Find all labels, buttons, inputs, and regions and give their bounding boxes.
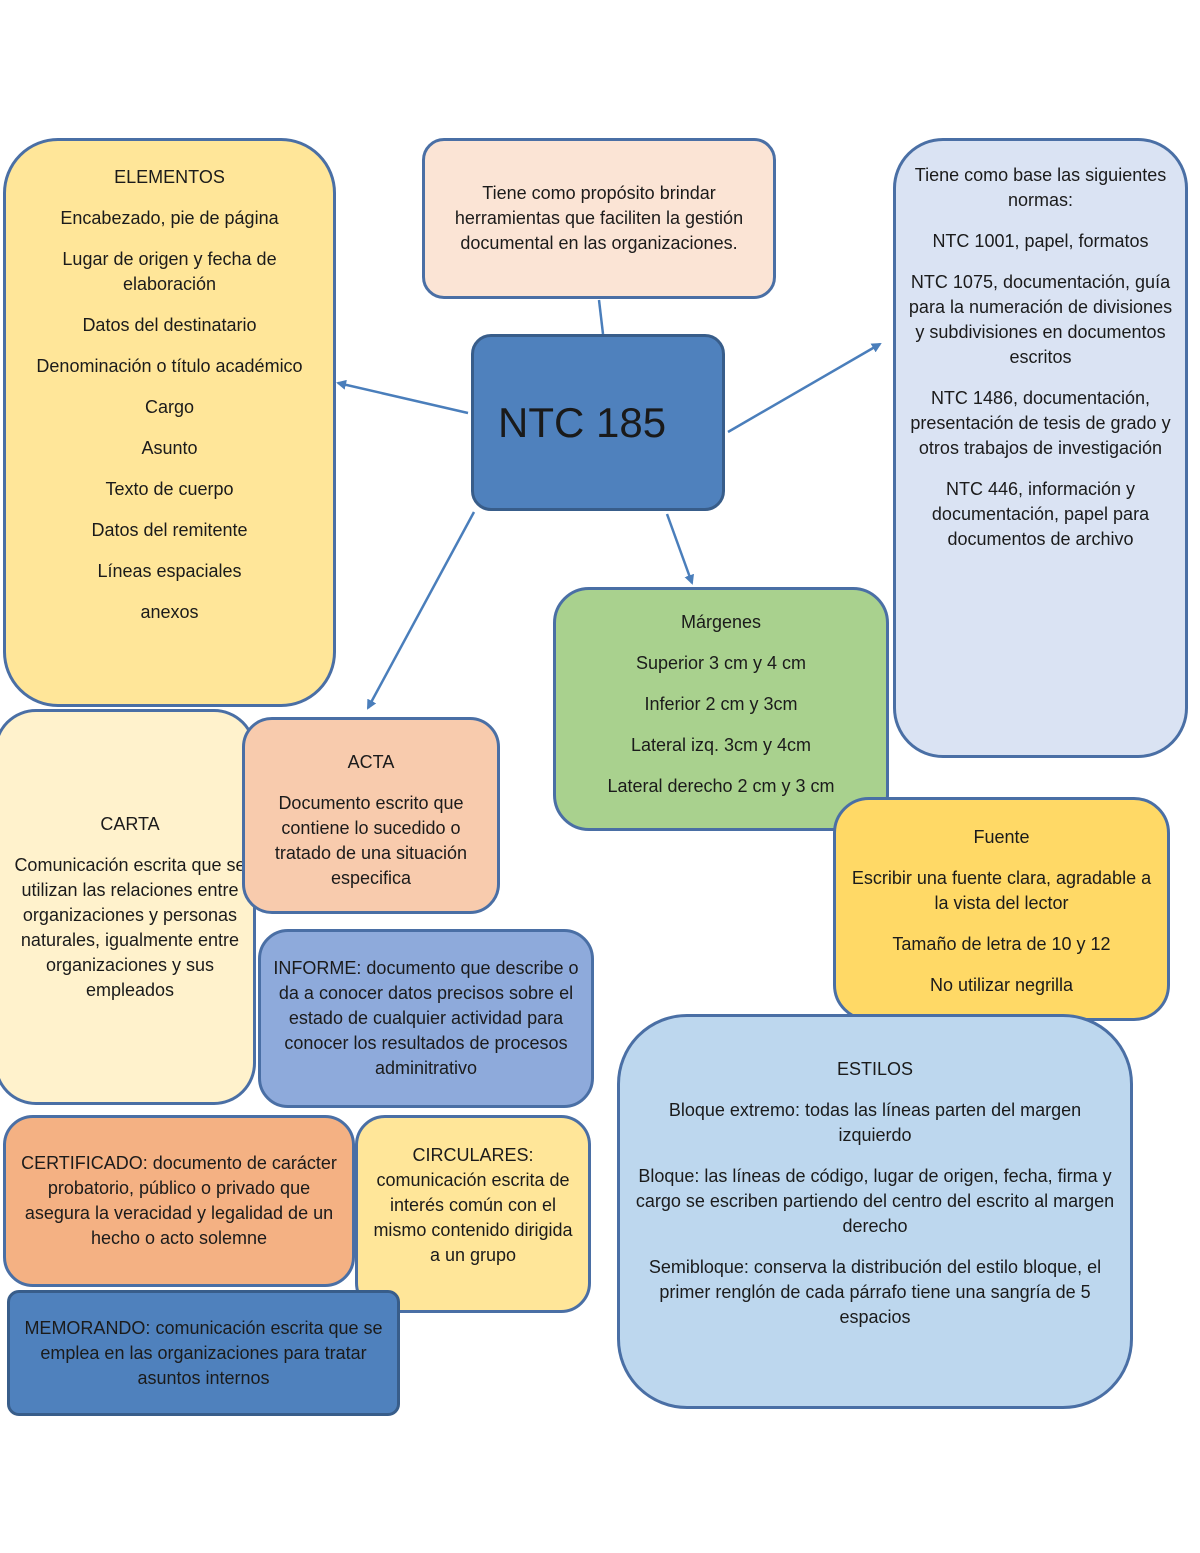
margins-item: Inferior 2 cm y 3cm [644,694,798,714]
memorandum-text: MEMORANDO: comunicación escrita que se e… [24,1317,383,1388]
norms-item: NTC 446, información y documentación, pa… [931,479,1150,549]
certificate-text: CERTIFICADO: documento de carácter proba… [21,1153,337,1248]
arrow-to-acta [366,511,476,710]
font-box: Fuente Escribir una fuente clara, agrada… [833,797,1170,1021]
elements-item: anexos [140,602,199,622]
minutes-text: Documento escrito que contiene lo sucedi… [274,793,468,888]
styles-item: Bloque: las líneas de código, lugar de o… [635,1166,1115,1236]
styles-item: Bloque extremo: todas las líneas parten … [668,1100,1082,1145]
central-topic-title: NTC 185 [498,398,667,446]
font-item: Tamaño de letra de 10 y 12 [892,934,1111,954]
elements-item: Datos del remitente [91,520,248,540]
purpose-box: Tiene como propósito brindar herramienta… [422,138,776,299]
norms-item: NTC 1001, papel, formatos [932,231,1149,251]
styles-title: ESTILOS [836,1059,914,1079]
arrow-to-elementos [336,379,469,415]
circulars-text: comunicación escrita de interés común co… [373,1170,573,1265]
arrow-to-margenes [665,513,694,585]
purpose-text: Tiene como propósito brindar herramienta… [454,183,744,253]
arrow-to-normas [727,342,882,434]
font-item: No utilizar negrilla [929,975,1074,995]
font-title: Fuente [973,827,1030,847]
margins-title: Márgenes [680,612,762,632]
elements-item: Asunto [141,438,198,458]
margins-box: Márgenes Superior 3 cm y 4 cm Inferior 2… [553,587,889,831]
margins-item: Lateral derecho 2 cm y 3 cm [607,776,835,796]
norms-item: NTC 1486, documentación, presentación de… [910,388,1171,458]
central-topic-box: NTC 185 [471,334,725,511]
circulars-box: CIRCULARES: comunicación escrita de inte… [355,1115,591,1313]
letter-text: Comunicación escrita que se utilizan las… [14,854,246,1000]
styles-item: Semibloque: conserva la distribución del… [648,1257,1102,1327]
norms-item: NTC 1075, documentación, guía para la nu… [908,272,1173,367]
arrow-to-proposito [597,299,605,335]
circulars-title: CIRCULARES: [412,1145,534,1165]
elements-box: ELEMENTOS Encabezado, pie de página Luga… [3,138,336,707]
elements-item: Encabezado, pie de página [60,208,279,228]
elements-item: Líneas espaciales [97,561,242,581]
elements-item: Lugar de origen y fecha de elaboración [62,249,277,294]
elements-item: Datos del destinatario [82,315,257,335]
elements-item: Cargo [144,397,195,417]
norms-box: Tiene como base las siguientes normas: N… [893,138,1188,758]
styles-box: ESTILOS Bloque extremo: todas las líneas… [617,1014,1133,1409]
font-item: Escribir una fuente clara, agradable a l… [851,868,1152,913]
margins-item: Lateral izq. 3cm y 4cm [630,735,812,755]
report-text: INFORME: documento que describe o da a c… [273,958,579,1078]
minutes-box: ACTA Documento escrito que contiene lo s… [242,717,500,914]
margins-item: Superior 3 cm y 4 cm [635,653,807,673]
letter-title: CARTA [100,813,160,834]
report-box: INFORME: documento que describe o da a c… [258,929,594,1108]
elements-title: ELEMENTOS [114,167,225,187]
letter-box: CARTA Comunicación escrita que se utiliz… [0,709,256,1105]
certificate-box: CERTIFICADO: documento de carácter proba… [3,1115,355,1287]
memorandum-box: MEMORANDO: comunicación escrita que se e… [7,1290,400,1416]
minutes-title: ACTA [347,752,395,772]
elements-item: Denominación o título académico [36,356,303,376]
elements-item: Texto de cuerpo [105,479,234,499]
norms-intro: Tiene como base las siguientes normas: [914,165,1167,210]
